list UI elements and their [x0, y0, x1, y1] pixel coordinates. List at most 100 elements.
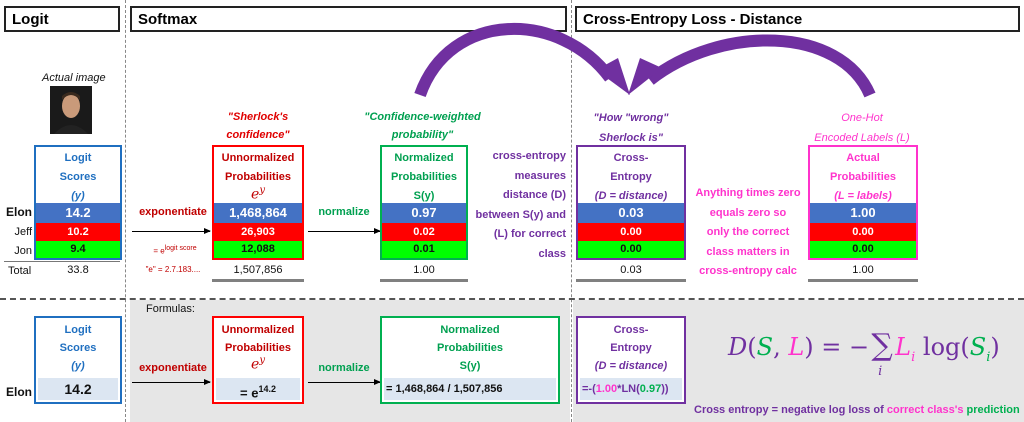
- bottom-unnorm-formula-sup: 14.2: [258, 384, 276, 394]
- bottom-norm-head-2: Probabilities: [436, 342, 504, 354]
- caption-3: prediction: [963, 404, 1020, 416]
- divider-2: [571, 0, 572, 422]
- unnorm-total: 1,507,856: [233, 264, 283, 276]
- xent-desc-3: distance (D): [503, 189, 566, 201]
- ce-formula-pre: =-(: [582, 383, 596, 395]
- logit-jeff: 10.2: [36, 223, 120, 241]
- tz-3: only the correct: [706, 226, 790, 238]
- bottom-unnorm-formula: = e14.2: [216, 378, 300, 400]
- logit-total: 33.8: [67, 264, 89, 276]
- bottom-ce-head-1: Cross-: [613, 324, 649, 336]
- bottom-ce-formula: =-(1.00*LN(0.97)): [580, 378, 682, 400]
- oh-jeff: 0.00: [810, 223, 916, 241]
- eq-open: (: [747, 333, 757, 361]
- eq-sum-sign: ∑: [871, 328, 893, 363]
- unnorm-exp-sup: y: [259, 185, 265, 196]
- bottom-unnorm-head-exp: ey: [214, 351, 302, 375]
- tz-1: Anything times zero: [695, 187, 801, 199]
- cross-entropy-caption: Cross entropy = negative log loss of cor…: [694, 404, 1020, 416]
- portrait-image: [50, 86, 92, 134]
- bottom-normalize-label: normalize: [318, 362, 370, 374]
- oh-total-bar: [808, 279, 918, 282]
- unnormalized-box: Unnormalized Probabilities ey: [212, 145, 304, 260]
- unnorm-head-exp: ey: [214, 181, 302, 205]
- xent-desc-5: (L) for correct: [493, 228, 566, 240]
- bottom-normalized-box: Normalized Probabilities S(y) = 1,468,86…: [380, 316, 560, 404]
- unnorm-elon: 1,468,864: [214, 203, 302, 223]
- cross-entropy-description: cross-entropy measures distance (D) betw…: [470, 147, 566, 264]
- person-icon: [54, 92, 88, 134]
- how-wrong-quote: "How "wrong" Sherlock is": [576, 108, 686, 148]
- bottom-unnorm-exp-base: e: [251, 356, 260, 373]
- bottom-logit-head-3: (y): [71, 360, 85, 372]
- sherlock-quote-1: "Sherlock's: [227, 111, 289, 123]
- logit-head-2: Scores: [59, 171, 97, 183]
- eq-Li-L: L: [895, 333, 912, 361]
- bottom-logit-box: Logit Scores (y) 14.2: [34, 316, 122, 404]
- eq-sum-sub: i: [878, 364, 883, 379]
- bottom-norm-head-3: S(y): [459, 360, 481, 372]
- eq-Si-S: S: [969, 333, 987, 361]
- bottom-unnormalized-box: Unnormalized Probabilities ey = e14.2: [212, 316, 304, 404]
- oh-quote-2: Encoded Labels (L): [814, 132, 910, 144]
- xent-desc-1: cross-entropy: [492, 150, 566, 162]
- ce-elon: 0.03: [578, 203, 684, 223]
- bottom-unnorm-head-1: Unnormalized: [221, 324, 295, 336]
- arc-arrow-left: [414, 22, 615, 98]
- bottom-norm-head-1: Normalized: [440, 324, 500, 336]
- bottom-exponentiate-arrow: [132, 379, 211, 385]
- ce-formula-mid: *LN(: [617, 383, 640, 395]
- header-softmax: Softmax: [130, 6, 567, 32]
- bottom-norm-formula: = 1,468,864 / 1,507,856: [384, 378, 556, 400]
- bottom-ce-head-3: (D = distance): [594, 360, 668, 372]
- hw-quote-1: "How "wrong": [593, 112, 669, 124]
- bottom-ce-head-2: Entropy: [610, 342, 652, 354]
- bottom-unnorm-exp-sup: y: [259, 355, 265, 366]
- bottom-logit-value: 14.2: [38, 378, 118, 400]
- unnorm-jeff: 26,903: [214, 223, 302, 241]
- hw-quote-2: Sherlock is": [599, 132, 663, 144]
- header-cross-entropy: Cross-Entropy Loss - Distance: [575, 6, 1020, 32]
- ce-head-3: (D = distance): [594, 190, 668, 202]
- cw-quote-2: probability": [391, 129, 454, 141]
- eq-Si-sub: i: [986, 349, 991, 365]
- ce-formula-s: 0.97: [639, 383, 662, 395]
- ce-jeff: 0.00: [578, 223, 684, 241]
- caption-2: correct class's: [886, 404, 964, 416]
- oh-head-1: Actual: [846, 152, 880, 164]
- normalize-label: normalize: [318, 206, 370, 218]
- divider-1: [125, 0, 126, 422]
- eq-sum: ∑i: [869, 328, 895, 379]
- unnorm-jon: 12,088: [214, 241, 302, 258]
- ce-jon: 0.00: [578, 241, 684, 258]
- caption-1: Cross entropy = negative log loss of: [694, 404, 887, 416]
- bottom-row-label-elon: Elon: [6, 385, 32, 399]
- logit-jon: 9.4: [36, 241, 120, 258]
- arc-arrowhead-right: [628, 58, 662, 95]
- ce-formula-post: )): [661, 383, 669, 395]
- ce-head-1: Cross-: [613, 152, 649, 164]
- oh-total: 1.00: [852, 264, 874, 276]
- eq-equals: = −: [813, 333, 870, 361]
- normalize-arrow: [308, 228, 381, 234]
- ce-total: 0.03: [620, 264, 642, 276]
- unnorm-head-2: Probabilities: [224, 171, 292, 183]
- logit-elon: 14.2: [36, 203, 120, 223]
- normalized-box: Normalized Probabilities S(y): [380, 145, 468, 260]
- e-logit-note-sup: logit score: [164, 245, 197, 252]
- header-logit: Logit: [4, 6, 120, 32]
- times-zero-note: Anything times zero equals zero so only …: [688, 184, 808, 282]
- bottom-unnorm-head-2: Probabilities: [224, 342, 292, 354]
- divider-horizontal: [0, 298, 1024, 300]
- total-rule: [4, 261, 120, 262]
- eq-L: L: [788, 333, 805, 361]
- e-logit-note: = elogit score: [140, 245, 210, 256]
- norm-head-2: Probabilities: [390, 171, 458, 183]
- arc-arrowhead-left: [596, 58, 630, 95]
- ce-total-bar: [576, 279, 686, 282]
- bottom-cross-entropy-box: Cross- Entropy (D = distance) =-(1.00*LN…: [576, 316, 686, 404]
- sherlock-quote-2: confidence": [226, 129, 290, 141]
- bottom-normalize-arrow: [308, 379, 381, 385]
- formulas-label: Formulas:: [146, 303, 195, 315]
- eq-D: D: [728, 333, 748, 361]
